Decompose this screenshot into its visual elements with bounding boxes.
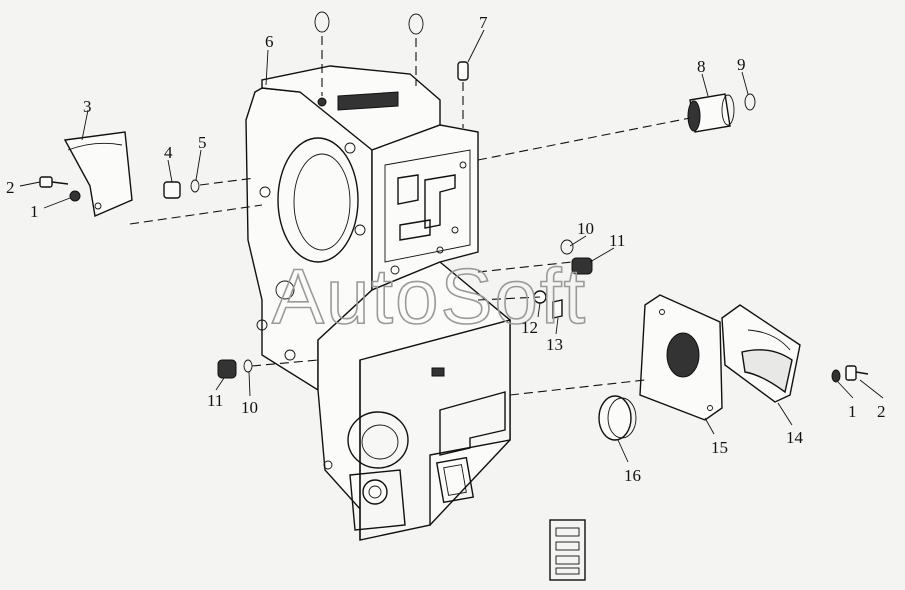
callout-13: 13 (546, 335, 563, 354)
part-15-gasket (639, 294, 723, 421)
part-7-pin (457, 61, 469, 128)
top-eye-fitting-left (314, 11, 330, 96)
callout-2-right: 2 (877, 402, 886, 421)
axis-line-8 (477, 117, 691, 161)
part-5-ring (190, 179, 200, 193)
part-16-seal (598, 395, 637, 441)
watermark-text: AutoSoft (272, 252, 587, 340)
callout-11-top: 11 (609, 231, 625, 250)
housing-body (245, 65, 511, 541)
part-2-bolt-right (845, 365, 869, 381)
part-11-plug-right (571, 257, 593, 275)
axis-line-14 (509, 379, 646, 396)
callout-14: 14 (786, 428, 804, 447)
part-1-washer-right (831, 369, 841, 383)
part-9-ring (744, 93, 756, 111)
leader-lines (19, 29, 884, 463)
callout-9: 9 (737, 55, 746, 74)
axis-line-10-left (251, 359, 319, 367)
part-8-sleeve (687, 93, 735, 133)
part-3-cover (63, 131, 133, 217)
callout-3: 3 (83, 97, 92, 116)
callout-15: 15 (711, 438, 728, 457)
top-eye-fitting-right (408, 13, 424, 86)
callout-4: 4 (164, 143, 173, 162)
part-10-ring-left (243, 359, 253, 373)
callout-7: 7 (479, 13, 488, 32)
part-11-plug-left (217, 359, 237, 379)
callout-8: 8 (697, 57, 706, 76)
callout-10-left: 10 (241, 398, 258, 417)
document-thumbnail-icon (549, 519, 586, 581)
callout-1-left: 1 (30, 202, 39, 221)
callout-11-left: 11 (207, 391, 223, 410)
callout-1-right: 1 (848, 402, 857, 421)
callout-12: 12 (521, 318, 538, 337)
axis-line-11 (477, 261, 573, 273)
part-12-13-fittings (477, 290, 563, 319)
callout-10-top: 10 (577, 219, 594, 238)
callout-5: 5 (198, 133, 207, 152)
callout-6: 6 (265, 32, 274, 51)
part-1-washer-left (69, 190, 81, 202)
part-10-ring-right (560, 239, 574, 255)
part-4-plug (163, 181, 181, 199)
axis-line-4 (199, 177, 256, 186)
callout-16: 16 (624, 466, 641, 485)
callout-2-left: 2 (6, 178, 15, 197)
axis-line-3 (129, 204, 263, 225)
part-2-bolt-left (39, 176, 69, 188)
part-14-cover (721, 304, 801, 403)
